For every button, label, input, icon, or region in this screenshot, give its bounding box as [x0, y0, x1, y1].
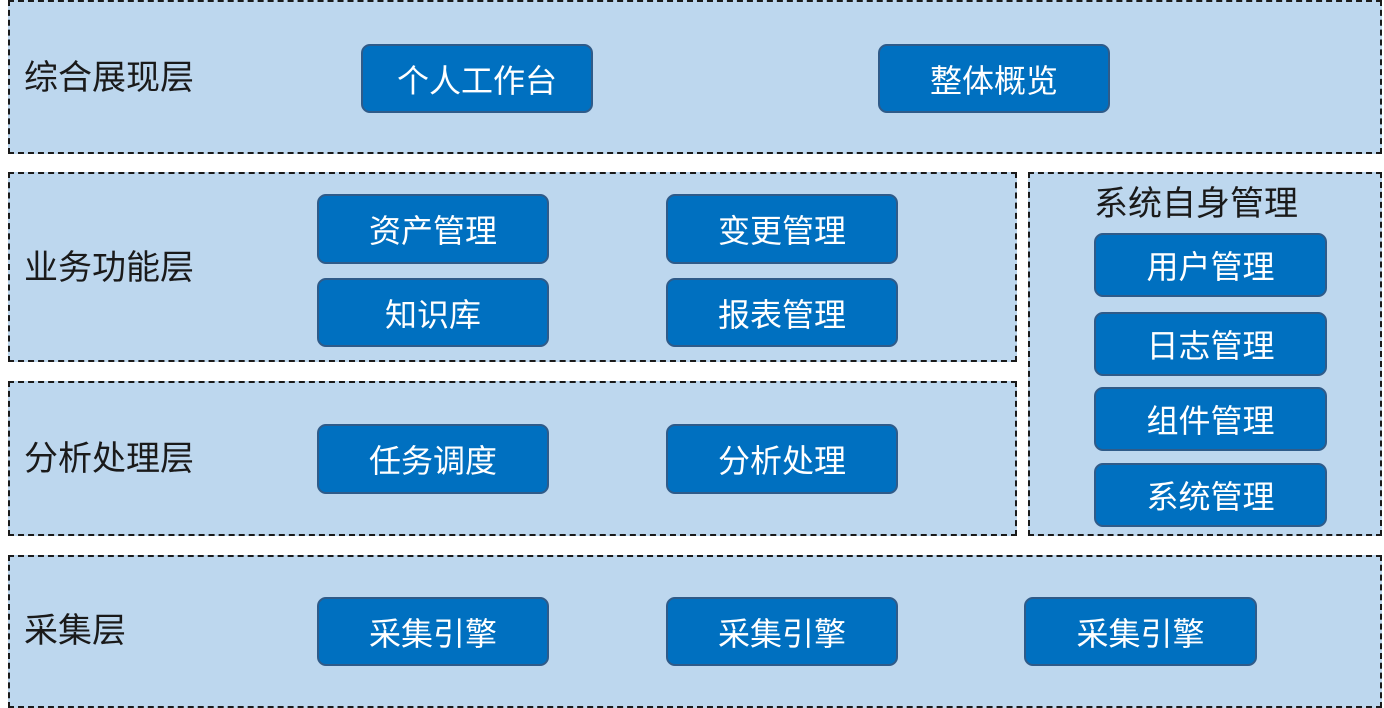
collection-layer-label: 采集层	[24, 611, 126, 651]
system-management-label: 系统自身管理	[1094, 184, 1298, 224]
knowledge-base-box[interactable]: 知识库	[317, 278, 549, 347]
business-layer-label: 业务功能层	[24, 248, 194, 288]
component-management-box[interactable]: 组件管理	[1094, 387, 1327, 451]
task-scheduling-box[interactable]: 任务调度	[317, 424, 549, 494]
collection-engine-box-3[interactable]: 采集引擎	[1024, 597, 1257, 666]
analysis-processing-box[interactable]: 分析处理	[666, 424, 898, 494]
change-management-box[interactable]: 变更管理	[666, 194, 898, 264]
overall-overview-box[interactable]: 整体概览	[878, 44, 1110, 113]
log-management-box[interactable]: 日志管理	[1094, 312, 1327, 376]
personal-workbench-box[interactable]: 个人工作台	[361, 44, 593, 113]
asset-management-box[interactable]: 资产管理	[317, 194, 549, 264]
presentation-layer-label: 综合展现层	[24, 58, 194, 98]
collection-engine-box-2[interactable]: 采集引擎	[666, 597, 898, 666]
user-management-box[interactable]: 用户管理	[1094, 233, 1327, 297]
collection-engine-box-1[interactable]: 采集引擎	[317, 597, 549, 666]
presentation-layer-panel	[8, 0, 1382, 154]
system-admin-box[interactable]: 系统管理	[1094, 463, 1327, 527]
report-management-box[interactable]: 报表管理	[666, 278, 898, 347]
analysis-layer-label: 分析处理层	[24, 439, 194, 479]
